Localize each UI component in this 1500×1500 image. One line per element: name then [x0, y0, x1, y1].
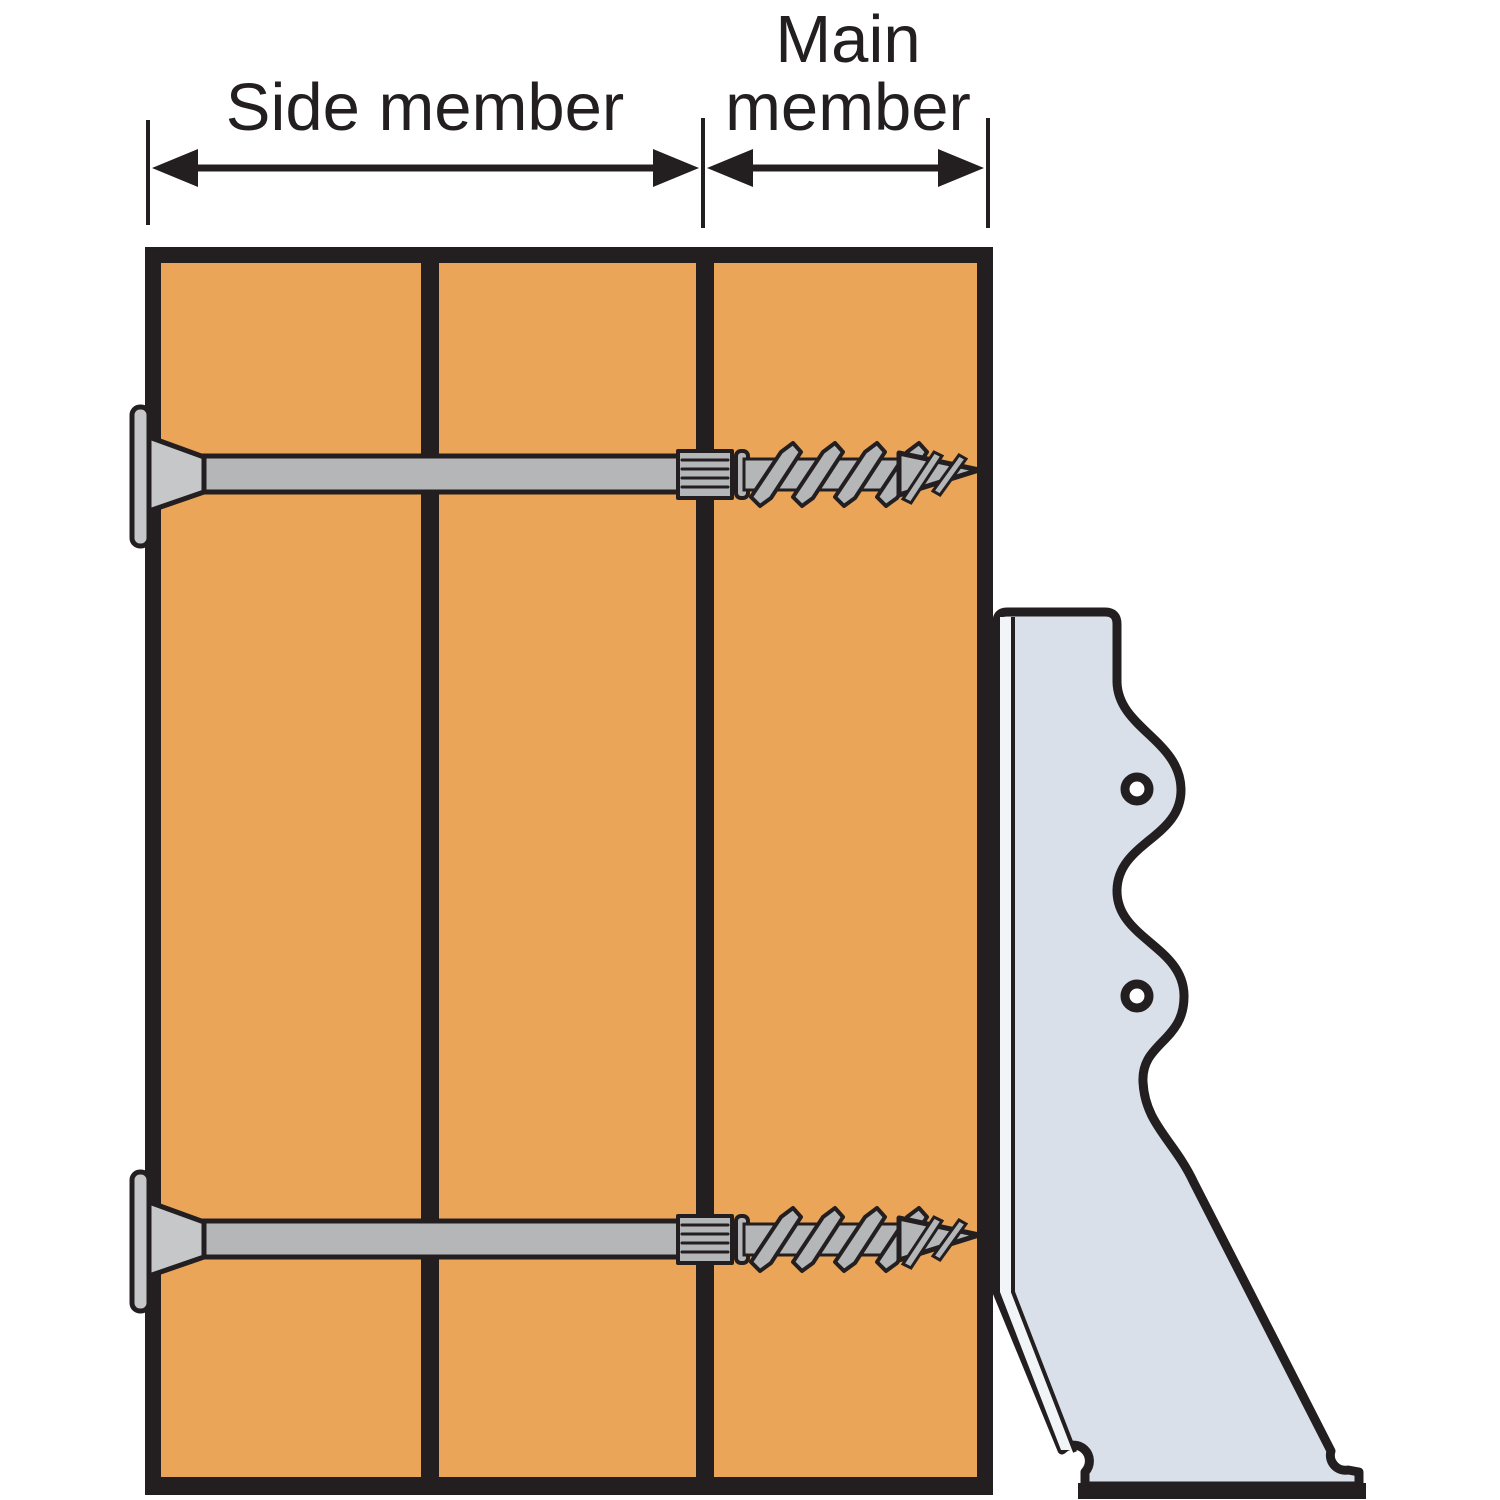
hanger-body	[992, 607, 1364, 1491]
hanger-nail-hole	[1120, 979, 1154, 1013]
dimension-annotations: Side member Main member	[146, 2, 990, 228]
side-member-board	[439, 263, 696, 1477]
main-member-board	[714, 263, 977, 1477]
joist-hanger	[992, 607, 1366, 1499]
wood-members	[145, 247, 993, 1495]
main-member-dimension: Main member	[707, 2, 984, 187]
hanger-flange-line	[1011, 617, 1077, 1453]
arrow-left-icon	[707, 149, 753, 187]
main-member-label-line1: Main	[775, 2, 920, 77]
main-member-label-line2: member	[725, 70, 971, 145]
hanger-seat-plate	[1078, 1483, 1366, 1499]
arrow-right-icon	[653, 149, 699, 187]
side-member-label: Side member	[226, 70, 624, 145]
hanger-flange-edge	[1000, 617, 1073, 1450]
side-member-board	[161, 263, 421, 1477]
arrow-left-icon	[152, 149, 198, 187]
side-member-dimension: Side member	[152, 70, 699, 187]
hanger-nail-hole	[1120, 772, 1154, 806]
arrow-right-icon	[938, 149, 984, 187]
